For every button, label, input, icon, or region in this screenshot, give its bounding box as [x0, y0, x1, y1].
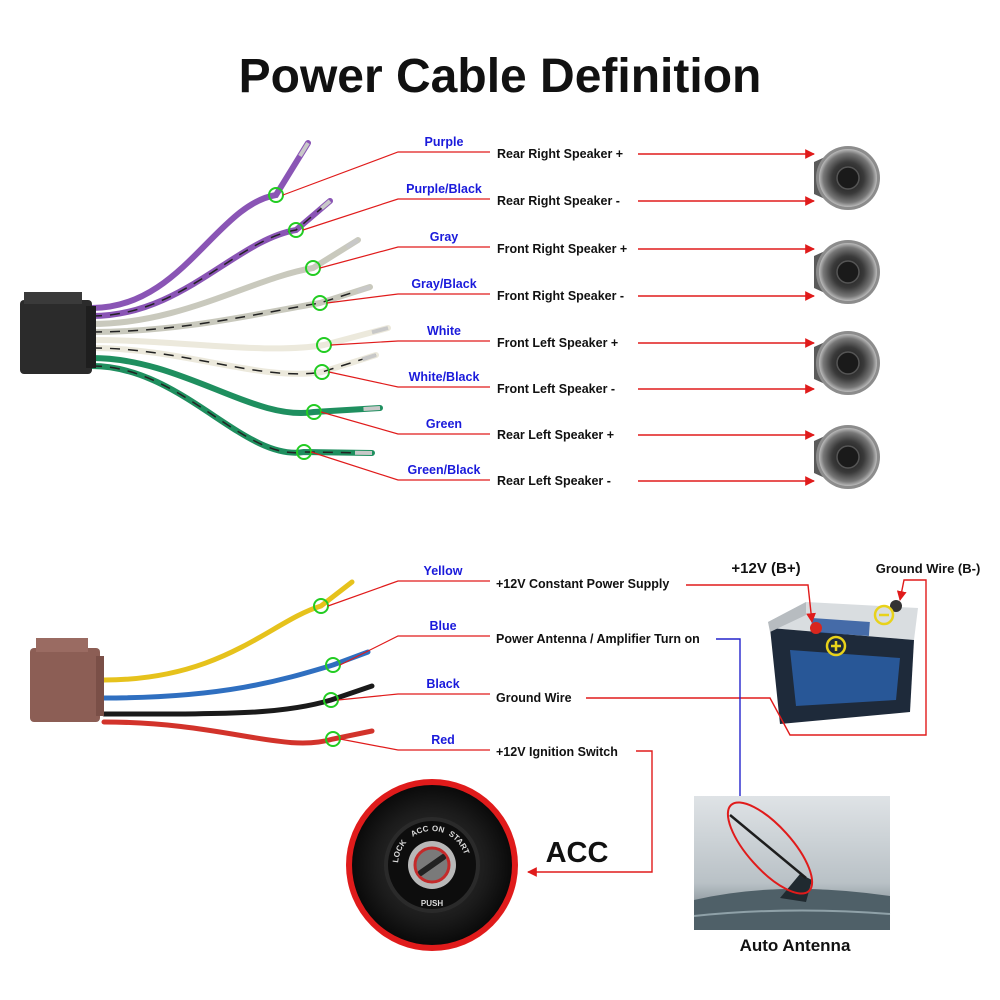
wire-copper-tip — [371, 326, 389, 335]
wire-copper-tip — [361, 353, 377, 362]
battery-ground-arrow — [896, 579, 927, 601]
wire-function-label: Rear Right Speaker - — [497, 194, 620, 208]
power-wire-row: Yellow +12V Constant Power Supply — [313, 564, 669, 614]
battery-positive-label: +12V (B+) — [731, 560, 800, 577]
wire-copper-tip — [320, 199, 332, 210]
speaker-wire-stripe — [91, 347, 377, 375]
wire-function-label: Ground Wire — [496, 691, 572, 705]
speaker-wire-stripe — [91, 286, 371, 333]
wire-function-label: Power Antenna / Amplifier Turn on — [496, 632, 700, 646]
car-battery-illustration — [768, 600, 918, 724]
page-title: Power Cable Definition — [239, 50, 762, 103]
ignition-switch-image — [346, 779, 518, 951]
ignition-arrow — [527, 750, 653, 877]
wire-copper-tip — [356, 285, 371, 293]
wire-color-label: Black — [426, 677, 459, 691]
wire-function-label: +12V Constant Power Supply — [496, 577, 669, 591]
speaker-wire-bundle — [89, 140, 391, 456]
leader-line — [319, 246, 490, 269]
wire-function-label: Front Left Speaker - — [497, 382, 615, 396]
speaker-connector — [20, 300, 92, 374]
wire-color-label: Blue — [429, 619, 456, 633]
wire-function-label: Front Right Speaker + — [497, 242, 627, 256]
power-wire-labels: Yellow +12V Constant Power SupplyBluePowe… — [313, 564, 700, 759]
negative-terminal-icon — [873, 604, 895, 626]
wire-function-label: Front Left Speaker + — [497, 336, 618, 350]
leader-line — [337, 693, 490, 701]
leader-line — [339, 635, 490, 666]
wire-color-label: Green/Black — [408, 463, 481, 477]
speaker-icon — [814, 240, 880, 304]
auto-antenna-image — [693, 796, 891, 930]
leader-line — [330, 340, 490, 346]
acc-label: ACC — [546, 837, 609, 869]
speaker-icon — [814, 146, 880, 210]
leader-line — [326, 293, 490, 304]
wire-color-label: Gray/Black — [411, 277, 476, 291]
wire-copper-tip — [363, 406, 381, 411]
wire-copper-tip — [298, 141, 310, 158]
antenna-turn-on-arrow — [716, 638, 745, 807]
leader-line — [339, 738, 490, 751]
leader-line — [302, 198, 490, 231]
power-wire — [101, 649, 371, 701]
power-wire — [101, 579, 355, 683]
speaker-wire — [89, 355, 383, 417]
wire-color-label: Gray — [430, 230, 459, 244]
speaker-harness — [20, 140, 391, 456]
power-wire-bundle — [101, 579, 375, 746]
antenna-caption: Auto Antenna — [740, 936, 851, 955]
power-wire-row: Red +12V Ignition Switch — [325, 731, 618, 759]
wire-color-label: Purple/Black — [406, 182, 482, 196]
wire-function-label: +12V Ignition Switch — [496, 745, 618, 759]
wire-color-label: Green — [426, 417, 462, 431]
wire-function-label: Front Right Speaker - — [497, 289, 624, 303]
power-harness — [30, 579, 375, 746]
battery-negative-label: Ground Wire (B-) — [876, 561, 981, 576]
speaker-wire-stripe — [91, 365, 373, 454]
leader-line — [320, 411, 490, 435]
wire-color-label: White/Black — [409, 370, 480, 384]
speaker-wire — [89, 237, 361, 327]
wire-color-label: Yellow — [424, 564, 463, 578]
power-wire — [101, 719, 375, 746]
speaker-icons — [814, 146, 880, 489]
speaker-wire — [89, 140, 311, 311]
antenna-highlight-ring — [726, 801, 814, 895]
ground-wire-line — [586, 585, 927, 736]
ignition-push-label: PUSH — [421, 899, 443, 908]
wire-color-label: White — [427, 324, 461, 338]
wire-function-label: Rear Left Speaker + — [497, 428, 614, 442]
leader-line — [282, 151, 490, 196]
speaker-icon — [814, 425, 880, 489]
positive-terminal-icon — [825, 635, 847, 657]
leader-line — [310, 451, 490, 481]
leader-line — [327, 580, 490, 607]
wire-function-label: Rear Right Speaker + — [497, 147, 623, 161]
constant-power-arrow — [686, 584, 816, 623]
wire-color-label: Purple — [425, 135, 464, 149]
speaker-wire — [89, 325, 391, 352]
power-wire — [101, 683, 375, 717]
leader-line — [328, 371, 490, 388]
wire-color-label: Red — [431, 733, 455, 747]
wire-function-label: Rear Left Speaker - — [497, 474, 611, 488]
speaker-icon — [814, 331, 880, 395]
power-connector — [30, 648, 100, 722]
speaker-wire-stripe — [91, 200, 331, 317]
wire-copper-tip — [345, 238, 360, 249]
